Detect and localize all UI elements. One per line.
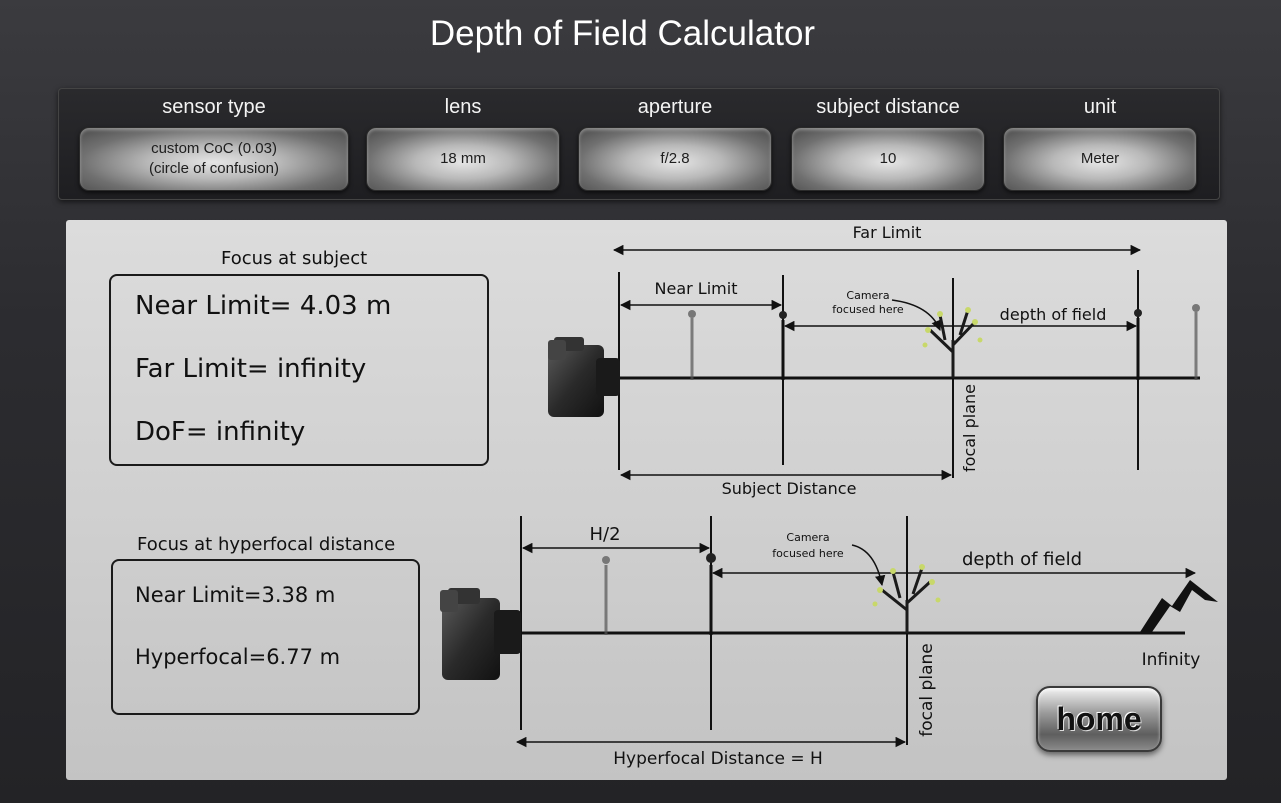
unit-value: Meter xyxy=(1080,150,1120,167)
lens-button[interactable]: 18 mm xyxy=(366,127,560,191)
hyperfocal-focus-title: Focus at hyperfocal distance xyxy=(137,534,396,555)
sensor-type-subvalue: (circle of confusion) xyxy=(148,160,280,177)
lamp-post-icon xyxy=(602,553,716,635)
app-title: Depth of Field Calculator xyxy=(429,14,816,53)
bottom-camera-focused-label-2: focused here xyxy=(772,547,844,560)
top-subject-distance-label: Subject Distance xyxy=(722,479,857,498)
settings-bar: sensor type custom CoC (0.03) (circle of… xyxy=(58,88,1220,200)
top-camera-focused-label: Camera xyxy=(846,289,889,302)
bottom-half-h-label: H/2 xyxy=(589,524,620,545)
sensor-type-value: custom CoC (0.03) xyxy=(151,140,277,157)
hyperfocal-distance-label: Hyperfocal Distance = H xyxy=(613,749,823,769)
sensor-type-button[interactable]: custom CoC (0.03) (circle of confusion) xyxy=(79,127,349,191)
top-near-limit-label: Near Limit xyxy=(655,279,738,298)
top-diagram: Far Limit Near Limit Camera focused here… xyxy=(548,223,1200,498)
bottom-focal-plane-label: focal plane xyxy=(917,643,937,736)
subject-near-limit: Near Limit= 4.03 m xyxy=(135,291,392,321)
bottom-depth-of-field-label: depth of field xyxy=(962,549,1082,570)
results-panel xyxy=(66,220,1227,780)
subject-distance-button[interactable]: 10 xyxy=(791,127,985,191)
hyperfocal-near-limit: Near Limit=3.38 m xyxy=(135,583,336,607)
hyperfocal-value: Hyperfocal=6.77 m xyxy=(135,645,341,669)
top-depth-of-field-label: depth of field xyxy=(1000,305,1107,324)
lens-label: lens xyxy=(444,96,482,118)
bottom-diagram: H/2 Camera focused here depth of field f… xyxy=(440,516,1218,769)
home-button-label: home xyxy=(1056,700,1142,737)
sensor-type-label: sensor type xyxy=(162,96,266,118)
aperture-value: f/2.8 xyxy=(660,150,690,167)
camera-icon xyxy=(440,588,521,680)
aperture-label: aperture xyxy=(637,96,713,118)
subject-results-box xyxy=(109,274,489,466)
aperture-button[interactable]: f/2.8 xyxy=(578,127,772,191)
unit-label: unit xyxy=(1083,96,1117,118)
unit-button[interactable]: Meter xyxy=(1003,127,1197,191)
top-far-limit-label: Far Limit xyxy=(853,223,922,242)
home-button[interactable]: home xyxy=(1036,686,1162,752)
subject-distance-value: 10 xyxy=(879,150,897,167)
hyperfocal-results-box xyxy=(111,559,420,715)
subject-far-limit: Far Limit= infinity xyxy=(135,354,367,384)
subject-focus-title: Focus at subject xyxy=(221,248,368,269)
camera-icon xyxy=(548,337,620,417)
bottom-camera-focused-label: Camera xyxy=(786,531,829,544)
tree-icon xyxy=(922,307,983,378)
subject-dof: DoF= infinity xyxy=(135,417,306,447)
subject-distance-label: subject distance xyxy=(816,96,960,118)
tree-icon xyxy=(872,564,941,633)
mountain-icon xyxy=(1140,580,1218,632)
lamp-post-icon xyxy=(688,304,1200,380)
lens-value: 18 mm xyxy=(440,150,486,167)
infinity-label: Infinity xyxy=(1142,650,1201,670)
top-focal-plane-label: focal plane xyxy=(960,384,979,472)
top-camera-focused-label-2: focused here xyxy=(832,303,904,316)
